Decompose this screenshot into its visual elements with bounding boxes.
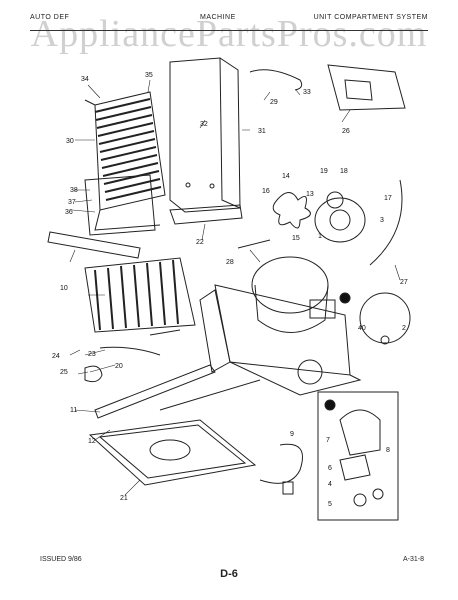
callout-40: 40 [358, 325, 366, 332]
header-rule [30, 30, 428, 31]
callout-5: 5 [328, 501, 332, 508]
callout-33: 33 [303, 89, 311, 96]
callout-8: 8 [386, 447, 390, 454]
coil-10 [84, 257, 196, 333]
callout-15: 15 [292, 235, 300, 242]
compressor [251, 256, 336, 333]
callout-32: 32 [200, 121, 208, 128]
callout-12: 12 [88, 438, 96, 445]
callout-17: 17 [384, 195, 392, 202]
condenser-fan [272, 191, 366, 243]
callout-20: 20 [115, 363, 123, 370]
callout-31: 31 [258, 128, 266, 135]
header-right: UNIT COMPARTMENT SYSTEM [313, 14, 428, 21]
callout-7: 7 [326, 437, 330, 444]
callout-3: 3 [380, 217, 384, 224]
inset-bubble-2 [339, 292, 411, 345]
callout-9: 9 [290, 431, 294, 438]
base-frame [199, 284, 362, 396]
control-box [327, 64, 406, 111]
callout-16: 16 [262, 188, 270, 195]
air-duct-panel [169, 57, 241, 213]
callout-18: 18 [340, 168, 348, 175]
header-center: MACHINE [200, 14, 236, 21]
callout-11: 11 [70, 407, 77, 414]
callout-38: 38 [70, 187, 78, 194]
callout-23: 23 [88, 351, 96, 358]
callout-25: 25 [60, 369, 68, 376]
drain-pan [88, 419, 257, 486]
callout-14: 14 [282, 173, 290, 180]
callout-1: 1 [318, 233, 322, 240]
tube-23 [99, 346, 161, 356]
rail-11 [94, 364, 216, 419]
header-left: AUTO DEF [30, 14, 70, 21]
bracket-37 [47, 231, 141, 259]
callout-19: 19 [320, 168, 328, 175]
callout-6: 6 [328, 465, 332, 472]
callout-4: 4 [328, 481, 332, 488]
drain-trough [169, 204, 243, 225]
callout-13: 13 [306, 191, 314, 198]
page-number: D-6 [220, 568, 238, 580]
callout-24: 24 [52, 353, 60, 360]
rail-12 [159, 379, 261, 411]
page-header: AUTO DEF MACHINE UNIT COMPARTMENT SYSTEM [30, 14, 428, 28]
part-20 [84, 365, 103, 383]
cord-plug [282, 481, 294, 495]
power-cord [259, 443, 303, 484]
tube-22 [149, 329, 181, 336]
callout-36: 36 [65, 209, 73, 216]
tube-27 [369, 179, 403, 266]
tube-28 [237, 239, 271, 249]
leader-lines [69, 79, 401, 496]
callout-28: 28 [226, 259, 234, 266]
tube-33 [249, 69, 303, 91]
callout-21: 21 [120, 495, 128, 502]
document-code: A-31-8 [402, 556, 424, 563]
issued-date: ISSUED 9/86 [40, 556, 82, 563]
callout-34: 34 [81, 76, 89, 83]
callout-37-upper: 37 [68, 199, 76, 206]
condenser-coil [84, 91, 166, 236]
callout-29: 29 [270, 99, 278, 106]
callout-10: 10 [60, 285, 68, 292]
callout-35: 35 [145, 72, 153, 79]
callout-2: 2 [402, 325, 406, 332]
callout-30: 30 [66, 138, 74, 145]
callout-27: 27 [400, 279, 408, 286]
callout-22: 22 [196, 239, 204, 246]
callout-26: 26 [342, 128, 350, 135]
relay-inset [317, 391, 399, 521]
callout-labels: 34 35 33 30 29 32 31 26 38 37 36 22 19 1… [52, 72, 408, 508]
